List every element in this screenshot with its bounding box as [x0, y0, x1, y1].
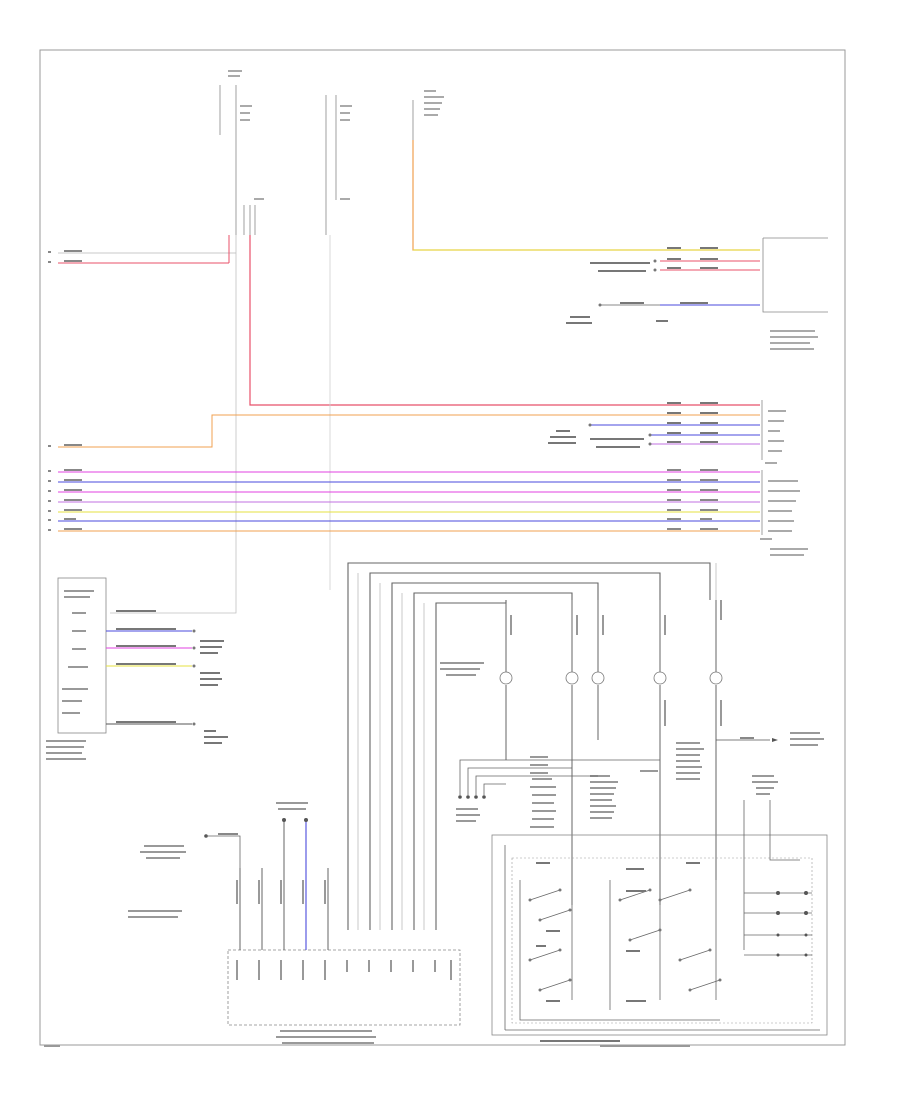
far-right-small-module: [743, 775, 812, 957]
ground-block-feeds: [459, 759, 660, 795]
left-lower-module: [46, 577, 107, 760]
middle-module-short-wires: [590, 424, 760, 445]
ground-block-dots: [458, 795, 486, 799]
switch-cluster: [491, 834, 828, 1042]
top-connector-group-middle: [325, 95, 337, 235]
wire-orange-yellow-top: [412, 140, 760, 251]
middle-right-module: [760, 400, 808, 556]
splice-drops: [505, 600, 717, 905]
top-connector-group-left: [219, 85, 256, 235]
left-lower-module-wires: [106, 630, 192, 725]
diagram-frame: [39, 49, 846, 1046]
left-top-wires: [58, 235, 236, 264]
right-arrow-label: [716, 732, 824, 746]
bus-wire-labels: [48, 469, 718, 531]
top-right-module: [762, 237, 828, 350]
wire-gray-left-module: [110, 235, 237, 614]
top-right-short-wires: [600, 260, 760, 306]
splice-circles: [499, 671, 723, 685]
bottom-connector-module: [44, 802, 461, 1047]
lower-middle-labels: [530, 742, 704, 828]
lower-harness-verticals: [347, 562, 711, 930]
wire-orange-mid: [58, 414, 760, 448]
lower-harness-gray-verticals: [357, 563, 717, 930]
wire-red-main: [249, 235, 760, 406]
top-right-wire-label-marks: [566, 247, 718, 324]
top-label-marks: [228, 70, 444, 200]
bus-wires: [58, 471, 760, 532]
